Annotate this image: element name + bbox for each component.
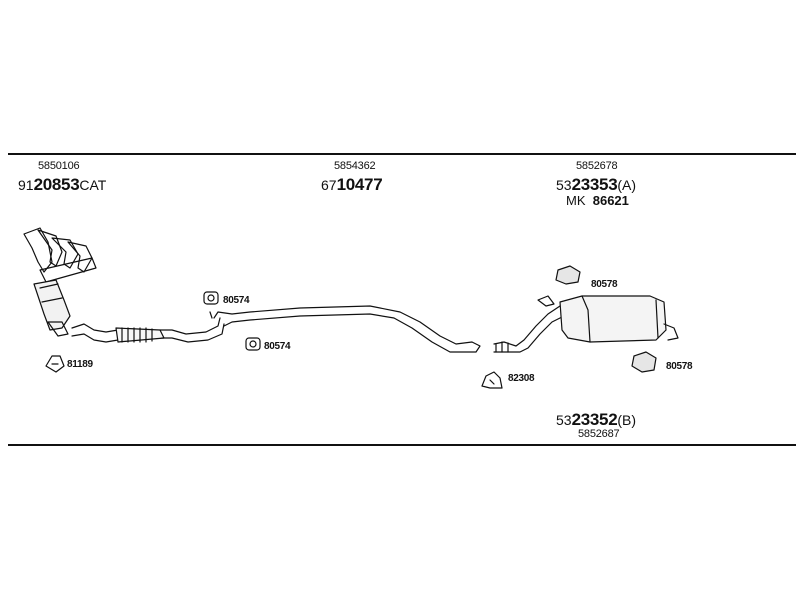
manifold-part-suffix: CAT: [79, 177, 107, 193]
rear-hanger-icon: [631, 351, 657, 373]
front-pipe: [71, 317, 225, 343]
gasket-icon: [45, 355, 65, 373]
manifold-part-main: 20853: [33, 175, 80, 194]
manifold-part-number: 9120853CAT: [18, 176, 106, 193]
rubber-hanger-icon: [245, 337, 261, 351]
rear-a-part-main: 23353: [571, 175, 618, 194]
rear-a-oe-number: 5852678: [576, 160, 618, 172]
gasket-label: 81189: [67, 359, 93, 370]
top-divider: [8, 153, 796, 155]
rear-hanger-icon: [555, 265, 581, 285]
hanger-lower-label: 80574: [264, 341, 291, 352]
rubber-hanger-icon: [203, 291, 219, 305]
manifold-part-prefix: 91: [18, 177, 34, 193]
mounting-kit: MK 86621: [566, 194, 629, 207]
rear-hanger-upper-label: 80578: [591, 279, 618, 290]
manifold-oe-number: 5850106: [38, 160, 80, 172]
mounting-kit-number: 86621: [592, 193, 629, 208]
rear-silencer: [493, 295, 679, 353]
manifold-catalytic-converter: [23, 227, 97, 337]
middle-oe-number: 5854362: [334, 160, 376, 172]
mounting-kit-label: MK: [566, 193, 586, 208]
middle-part-number: 6710477: [321, 175, 383, 194]
middle-part-main: 10477: [336, 175, 383, 194]
clamp-label: 82308: [508, 373, 535, 384]
rear-b-oe-number: 5852687: [578, 428, 620, 440]
bottom-divider: [8, 444, 796, 446]
rear-b-part-main: 23352: [571, 410, 618, 429]
rear-a-part-suffix: (A): [617, 177, 637, 193]
middle-part-prefix: 67: [321, 177, 337, 193]
rear-a-part-prefix: 53: [556, 177, 572, 193]
middle-pipe: [209, 305, 481, 353]
rear-b-part-suffix: (B): [617, 412, 637, 428]
rear-b-part-number: 5323352(B): [556, 411, 636, 428]
hanger-upper-label: 80574: [223, 295, 250, 306]
rear-b-part-prefix: 53: [556, 412, 572, 428]
rear-hanger-lower-label: 80578: [666, 361, 693, 372]
clamp-icon: [481, 371, 503, 389]
rear-a-part-number: 5323353(A): [556, 176, 636, 193]
